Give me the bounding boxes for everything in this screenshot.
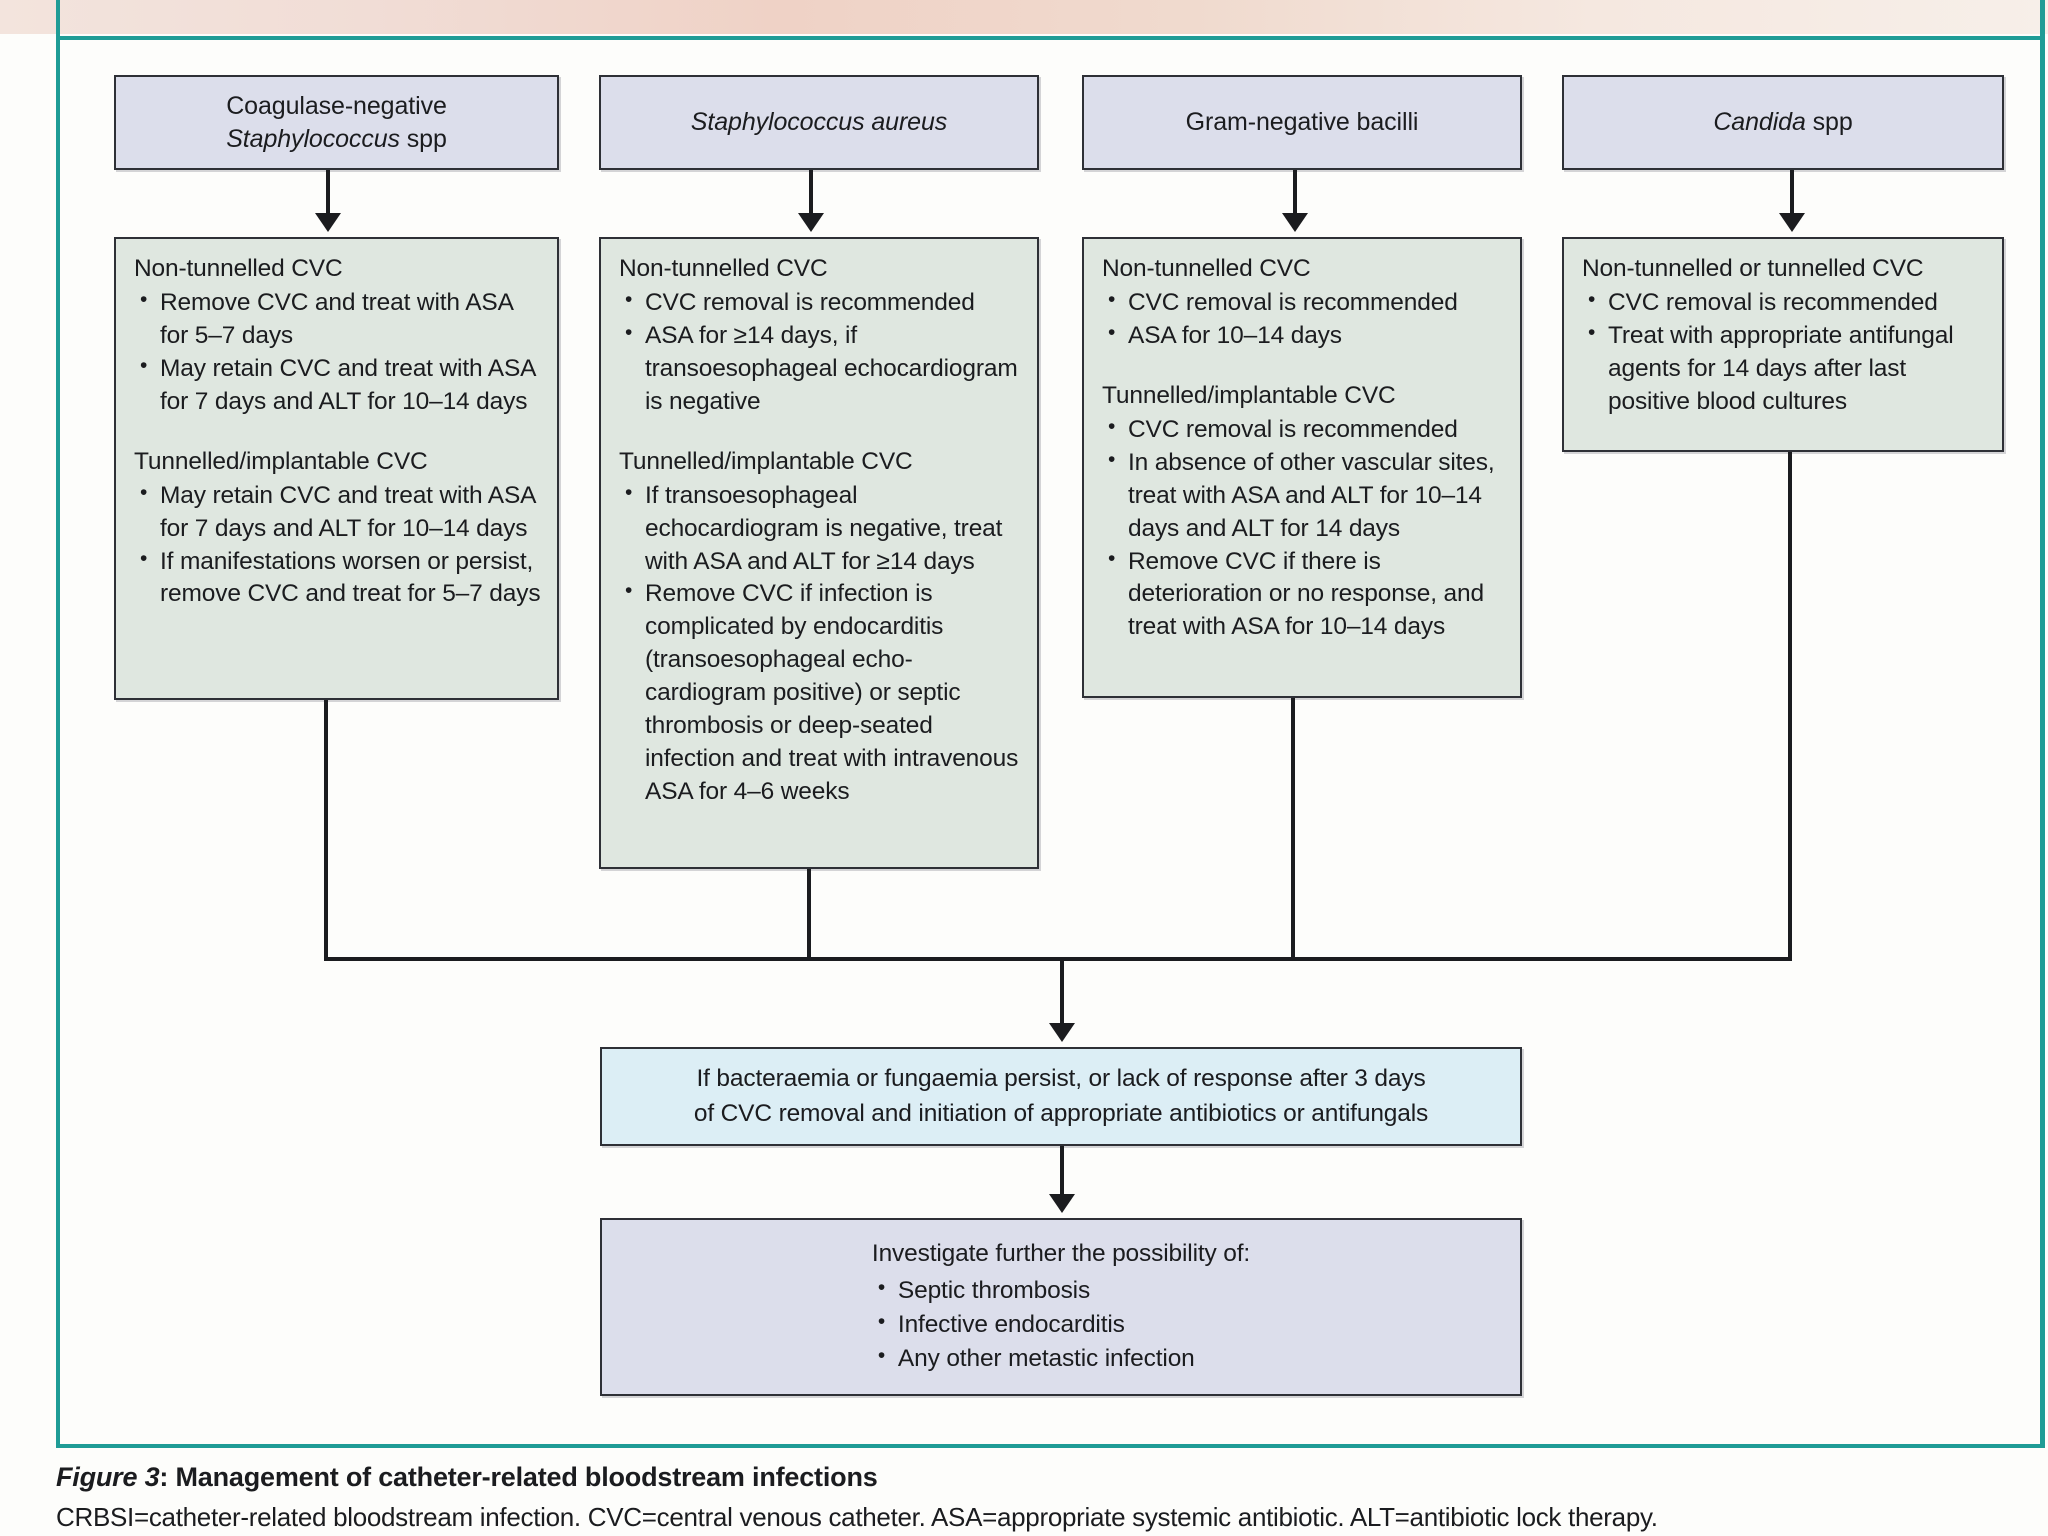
connector-arrow-col2: [798, 213, 824, 232]
final-box-title: Investigate further the possibility of:: [871, 1240, 1251, 1268]
header-line-2-plain: spp: [1805, 108, 1853, 136]
header-box-gram-negative-bacilli: Gram-negative bacilli: [1082, 75, 1522, 170]
treatment-box-content: Non-tunnelled CVC Remove CVC and treat w…: [134, 253, 547, 611]
list-item: Treat with appropriate antifungal agents…: [1582, 319, 1992, 419]
treatment-box-staphylococcus-aureus: Non-tunnelled CVC CVC removal is recomme…: [599, 237, 1039, 869]
connector-line-col1: [326, 170, 330, 218]
merge-line-col4: [1788, 452, 1792, 961]
caption-figure-label: Figure 3: [56, 1462, 160, 1492]
connector-arrow-col1: [315, 213, 341, 232]
header-box-label: Coagulase-negative Staphylococcus spp: [116, 77, 557, 168]
section-bullet-list: CVC removal is recommended ASA for 10–14…: [1102, 286, 1510, 353]
list-item: In absence of other vascular sites, trea…: [1102, 446, 1510, 546]
merge-line-col3: [1291, 698, 1295, 961]
section-heading: Non-tunnelled CVC: [619, 255, 828, 282]
list-item: Septic thrombosis: [872, 1273, 1250, 1308]
section-heading: Tunnelled/implantable CVC: [1102, 381, 1396, 409]
decision-line-1: If bacteraemia or fungaemia persist, or …: [696, 1065, 1426, 1093]
header-line-2: Candida spp: [1713, 106, 1852, 139]
teal-rule-bottom: [56, 1444, 2045, 1448]
merge-line-col1: [324, 700, 328, 961]
header-line-2: Staphylococcus spp: [226, 123, 447, 156]
header-line-2-italic: Candida: [1713, 108, 1806, 136]
teal-rule-top: [56, 36, 2045, 40]
list-item: If manifestations worsen or persist, rem…: [134, 545, 547, 612]
section-bullet-list: If transoesophageal echocardiogram is ne…: [619, 479, 1027, 809]
merge-bus-line: [324, 957, 1792, 961]
teal-rule-right: [2040, 0, 2045, 1448]
section-bullet-list: CVC removal is recommended Treat with ap…: [1582, 286, 1992, 419]
header-line-2-italic: Staphylococcus aureus: [690, 108, 948, 136]
list-item: CVC removal is recommended: [1582, 286, 1992, 320]
treatment-box-content: Non-tunnelled CVC CVC removal is recomme…: [619, 253, 1027, 809]
list-item: CVC removal is recommended: [1102, 286, 1510, 320]
list-item: CVC removal is recommended: [619, 286, 1027, 320]
treatment-box-candida-spp: Non-tunnelled or tunnelled CVC CVC remov…: [1562, 237, 2004, 452]
list-item: May retain CVC and treat with ASA for 7 …: [134, 352, 547, 419]
final-box-investigate-further: Investigate further the possibility of: …: [600, 1218, 1522, 1396]
final-box-content: Investigate further the possibility of: …: [602, 1220, 1520, 1394]
final-bullet-list: Septic thrombosis Infective endocarditis…: [872, 1273, 1250, 1377]
section-bullet-list: CVC removal is recommended In absence of…: [1102, 413, 1510, 645]
section-heading: Non-tunnelled or tunnelled CVC: [1582, 255, 1924, 282]
treatment-box-coagulase-negative-staphylococcus: Non-tunnelled CVC Remove CVC and treat w…: [114, 237, 559, 700]
list-item: Infective endocarditis: [872, 1307, 1250, 1342]
section-spacer: [1102, 353, 1510, 380]
connector-line-col4: [1790, 170, 1794, 218]
header-line-2-plain: Gram-negative bacilli: [1185, 108, 1419, 136]
section-bullet-list: May retain CVC and treat with ASA for 7 …: [134, 479, 547, 612]
decision-box-content: If bacteraemia or fungaemia persist, or …: [602, 1049, 1520, 1144]
decision-line-2: of CVC removal and initiation of appropr…: [693, 1099, 1429, 1127]
list-item: If transoesophageal echocardiogram is ne…: [619, 479, 1027, 579]
merge-drop-line: [1060, 957, 1064, 1028]
header-box-label: Staphylococcus aureus: [601, 77, 1037, 168]
connector-line-col2: [809, 170, 813, 218]
section-bullet-list: Remove CVC and treat with ASA for 5–7 da…: [134, 286, 547, 419]
header-line-1: Coagulase-negative: [226, 91, 447, 120]
page-top-banner: [0, 0, 2048, 34]
caption-figure-title: : Management of catheter-related bloodst…: [159, 1462, 878, 1492]
final-box-inner: Investigate further the possibility of: …: [872, 1237, 1250, 1376]
connector-line-col3: [1293, 170, 1297, 218]
merge-line-col2: [807, 869, 811, 961]
treatment-box-content: Non-tunnelled CVC CVC removal is recomme…: [1102, 253, 1510, 644]
header-line-2-plain: spp: [399, 124, 447, 153]
decision-to-final-line: [1060, 1146, 1064, 1199]
section-heading: Non-tunnelled CVC: [134, 255, 343, 282]
decision-box-persistent-infection: If bacteraemia or fungaemia persist, or …: [600, 1047, 1522, 1146]
list-item: Any other metastic infection: [872, 1341, 1250, 1376]
flowchart-canvas: Coagulase-negative Staphylococcus spp St…: [0, 0, 2048, 1450]
list-item: Remove CVC and treat with ASA for 5–7 da…: [134, 286, 547, 353]
treatment-box-gram-negative-bacilli: Non-tunnelled CVC CVC removal is recomme…: [1082, 237, 1522, 698]
header-box-staphylococcus-aureus: Staphylococcus aureus: [599, 75, 1039, 170]
list-item: May retain CVC and treat with ASA for 7 …: [134, 479, 547, 546]
header-line-2-italic: Staphylococcus: [226, 124, 400, 153]
section-bullet-list: CVC removal is recommended ASA for ≥14 d…: [619, 286, 1027, 419]
header-box-coagulase-negative-staphylococcus: Coagulase-negative Staphylococcus spp: [114, 75, 559, 170]
list-item: ASA for 10–14 days: [1102, 319, 1510, 353]
connector-arrow-col3: [1282, 213, 1308, 232]
list-item: Remove CVC if infection is complicated b…: [619, 577, 1027, 809]
connector-arrow-col4: [1779, 213, 1805, 232]
list-item: CVC removal is recommended: [1102, 413, 1510, 447]
decision-to-final-arrow: [1049, 1194, 1075, 1213]
header-box-candida-spp: Candida spp: [1562, 75, 2004, 170]
caption-abbreviations: CRBSI=catheter-related bloodstream infec…: [56, 1502, 1658, 1532]
section-heading: Non-tunnelled CVC: [1102, 255, 1311, 282]
teal-rule-left: [56, 0, 60, 1448]
section-heading: Tunnelled/implantable CVC: [134, 447, 428, 475]
merge-drop-arrow: [1049, 1023, 1075, 1042]
figure-caption: Figure 3: Management of catheter-related…: [56, 1462, 2016, 1533]
section-heading: Tunnelled/implantable CVC: [619, 447, 913, 475]
header-line-2: Staphylococcus aureus: [691, 106, 947, 139]
header-box-label: Candida spp: [1564, 77, 2002, 168]
list-item: ASA for ≥14 days, if transoesophageal ec…: [619, 319, 1027, 419]
list-item: Remove CVC if there is deterioration or …: [1102, 545, 1510, 645]
section-spacer: [619, 419, 1027, 446]
treatment-box-content: Non-tunnelled or tunnelled CVC CVC remov…: [1582, 253, 1992, 419]
header-line-2: Gram-negative bacilli: [1186, 106, 1419, 139]
section-spacer: [134, 419, 547, 446]
header-box-label: Gram-negative bacilli: [1084, 77, 1520, 168]
caption-title: Figure 3: Management of catheter-related…: [56, 1462, 2016, 1493]
